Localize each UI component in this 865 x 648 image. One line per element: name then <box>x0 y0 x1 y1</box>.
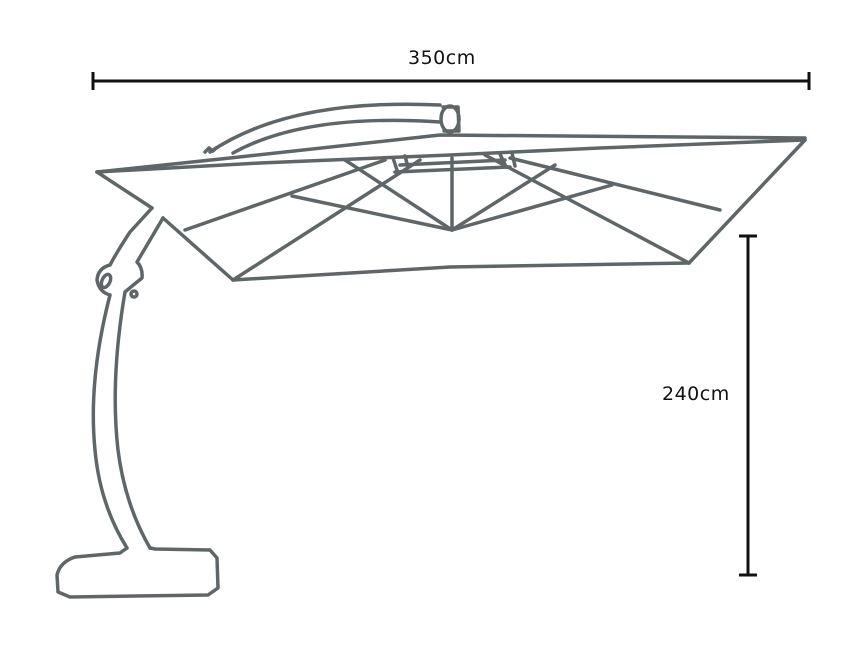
width-dimension-label: 350cm <box>408 47 476 69</box>
height-dimension-line <box>739 234 757 577</box>
pole <box>91 206 165 550</box>
height-dimension-label: 240cm <box>662 383 730 405</box>
canopy-ribs <box>183 151 722 282</box>
upper-arm <box>203 102 461 155</box>
canopy <box>95 133 807 282</box>
weighted-base <box>55 546 220 599</box>
width-dimension-line <box>91 72 811 90</box>
